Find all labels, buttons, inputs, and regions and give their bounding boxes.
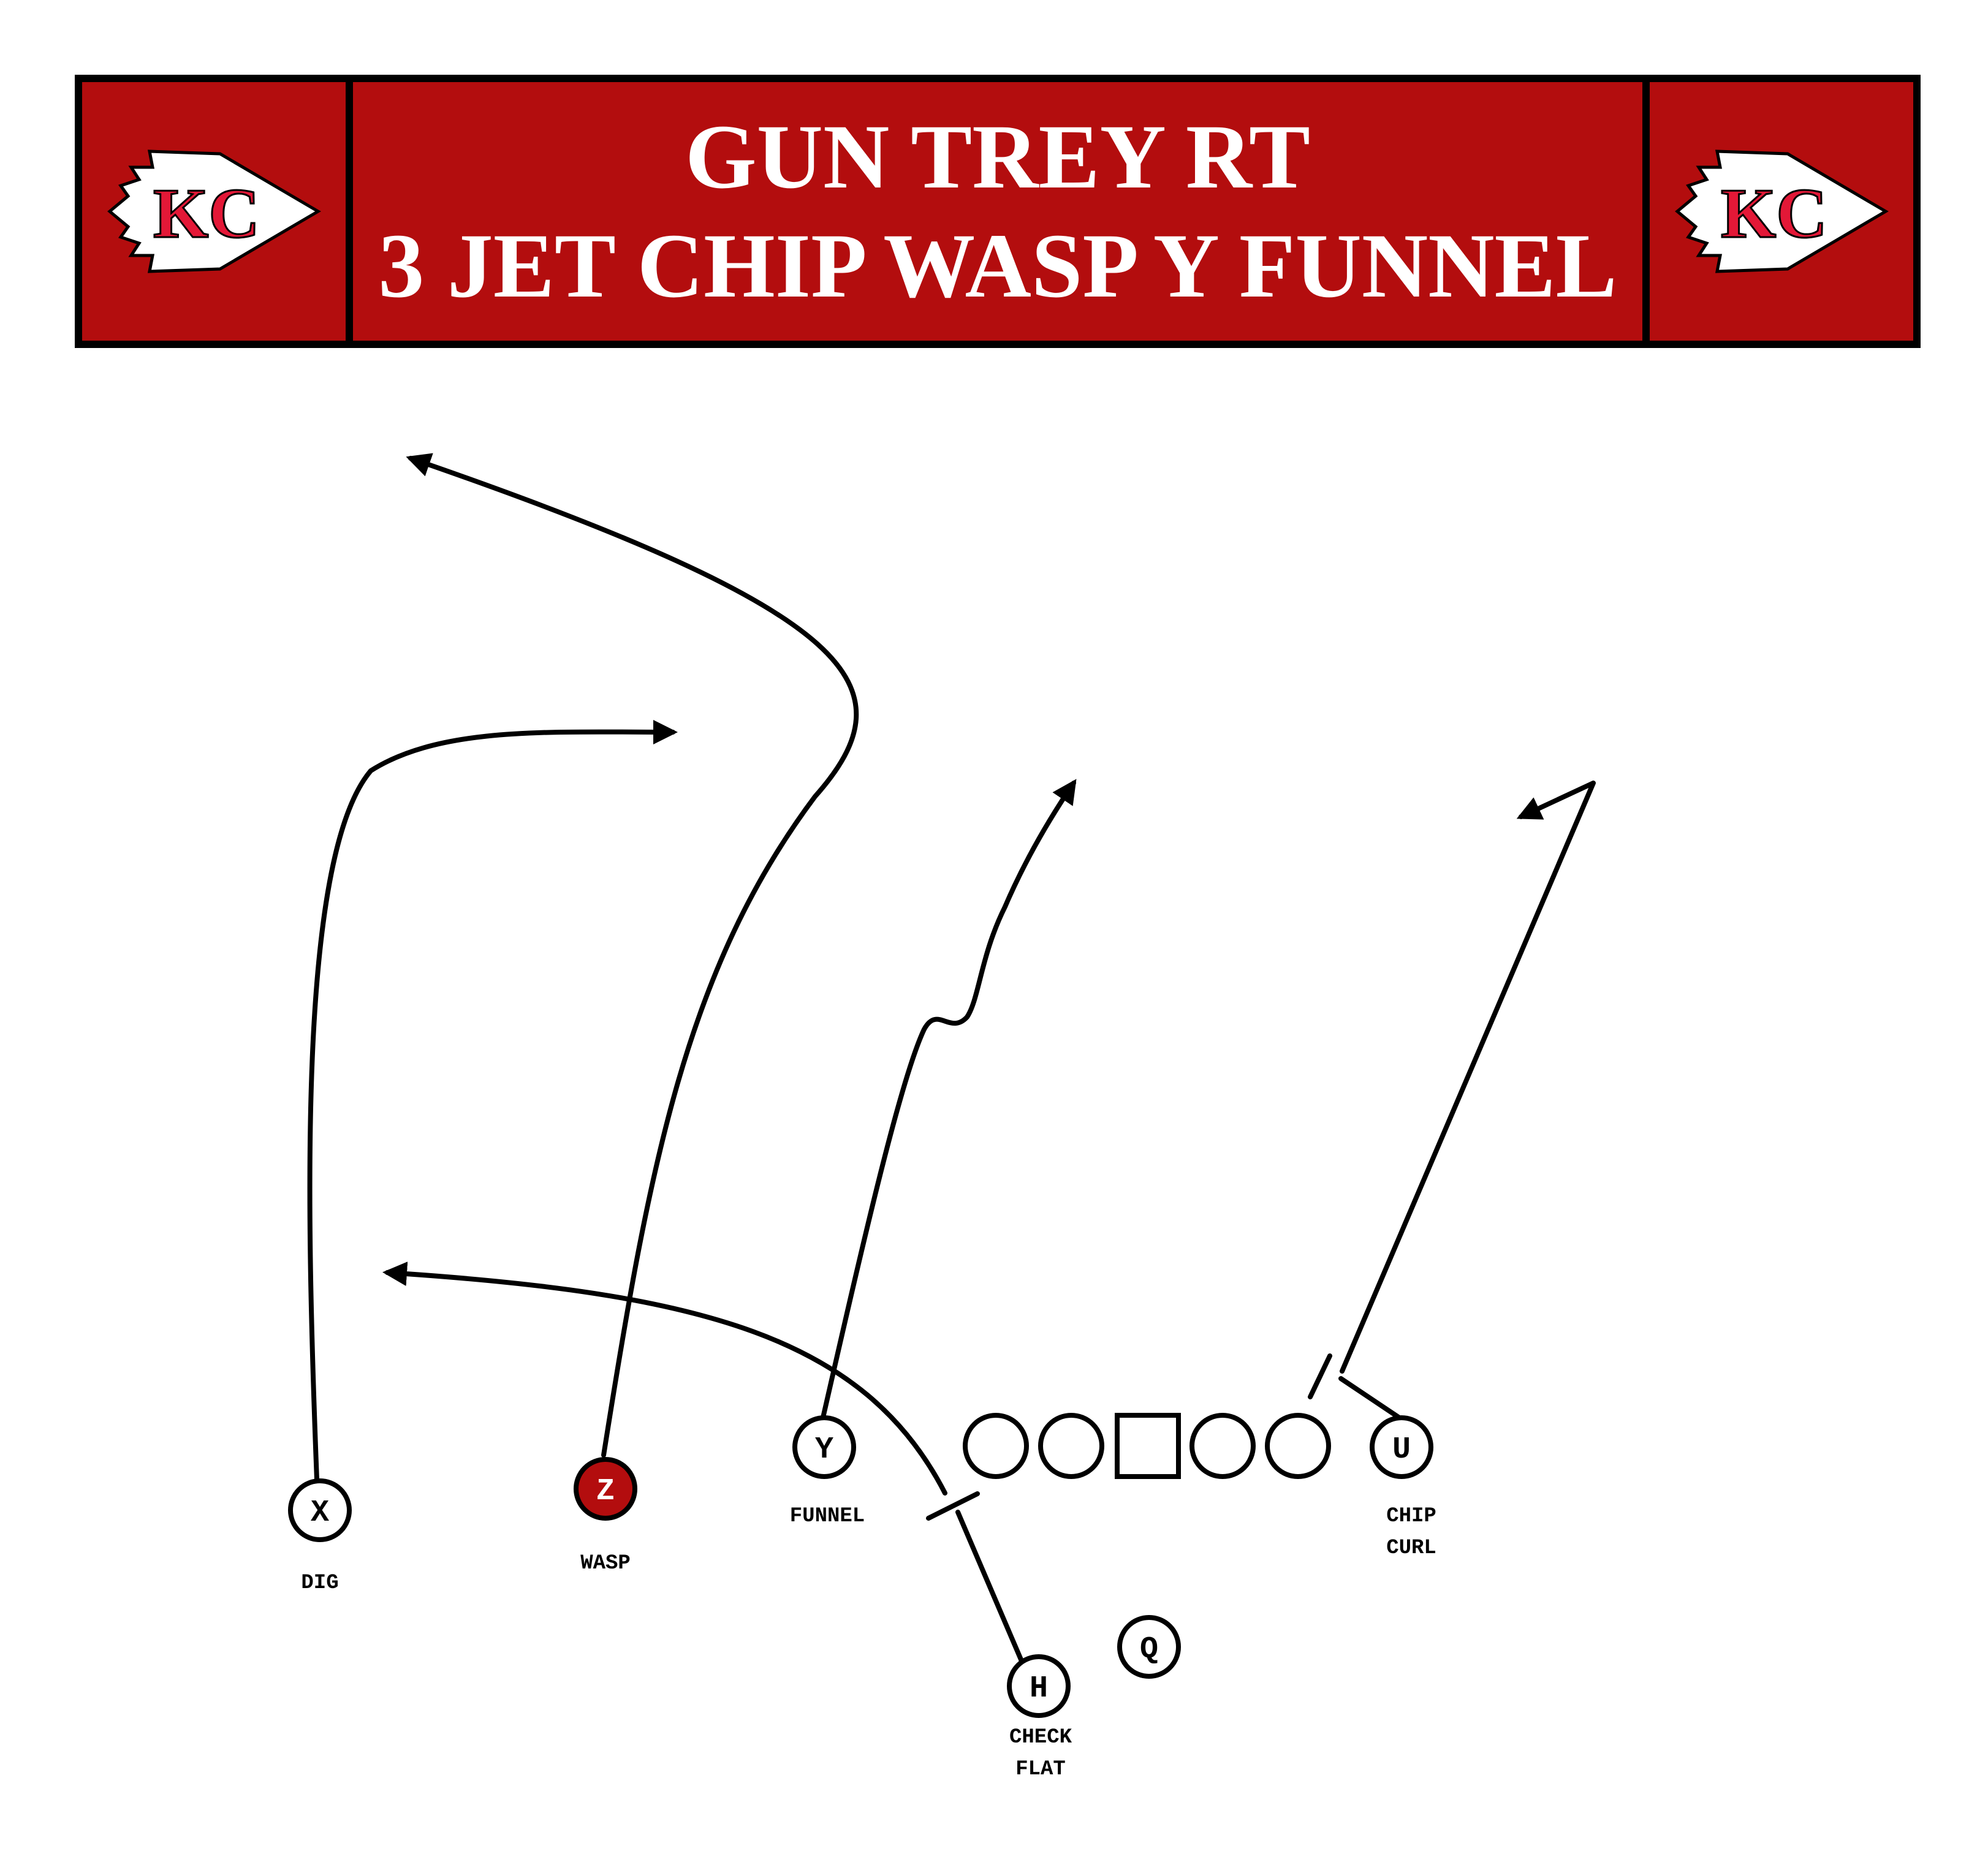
x-dig-route	[307, 719, 678, 1482]
h-check-route	[955, 1510, 1026, 1668]
u-chip-route	[1338, 1376, 1403, 1421]
player-q: Q	[1117, 1615, 1181, 1679]
right-logo-panel: KC	[1642, 82, 1913, 341]
u-curl-route	[1340, 781, 1596, 1374]
player-u-route-label-2: CURL	[1386, 1537, 1436, 1560]
player-z: Z WASP	[574, 1457, 637, 1575]
play-title: GUN TREY RT 3 JET CHIP WASP Y FUNNEL	[353, 82, 1642, 341]
player-h-letter: H	[1030, 1671, 1048, 1706]
player-z-route-label: WASP	[580, 1552, 631, 1575]
player-h: H CHECK FLAT	[1007, 1654, 1072, 1781]
player-y: Y FUNNEL	[790, 1415, 865, 1528]
play-title-banner: KC GUN TREY RT 3 JET CHIP WASP Y FUNNEL …	[75, 75, 1921, 348]
h-check-block-mark	[926, 1491, 980, 1521]
left-tackle	[963, 1413, 1029, 1479]
z-wasp-route	[406, 453, 859, 1458]
y-funnel-route	[820, 779, 1077, 1423]
player-y-letter: Y	[815, 1432, 833, 1467]
right-tackle	[1265, 1413, 1331, 1479]
logo-kc-text: KC	[1721, 175, 1827, 253]
kc-arrowhead-logo-icon: KC	[107, 149, 321, 273]
center	[1115, 1413, 1181, 1479]
formation-name: GUN TREY RT	[685, 106, 1310, 208]
player-x-route-label: DIG	[301, 1572, 338, 1595]
right-guard	[1189, 1413, 1256, 1479]
player-x-letter: X	[311, 1496, 329, 1530]
player-q-letter: Q	[1140, 1632, 1158, 1667]
left-guard	[1038, 1413, 1104, 1479]
logo-kc-text: KC	[153, 175, 260, 253]
player-h-route-label-2: FLAT	[1015, 1758, 1066, 1781]
player-y-route-label: FUNNEL	[790, 1505, 865, 1528]
u-chip-block-mark	[1308, 1353, 1332, 1399]
player-u: U CHIP CURL	[1370, 1415, 1436, 1560]
kc-arrowhead-logo-icon: KC	[1675, 149, 1889, 273]
player-u-route-label-1: CHIP	[1386, 1505, 1436, 1528]
player-z-letter: Z	[596, 1474, 615, 1509]
offensive-line	[963, 1413, 1331, 1479]
player-h-route-label-1: CHECK	[1009, 1726, 1072, 1749]
h-flat-route	[382, 1262, 947, 1496]
left-logo-panel: KC	[82, 82, 353, 341]
player-u-letter: U	[1392, 1432, 1411, 1467]
play-name: 3 JET CHIP WASP Y FUNNEL	[378, 215, 1617, 317]
player-x: X DIG	[288, 1478, 352, 1595]
